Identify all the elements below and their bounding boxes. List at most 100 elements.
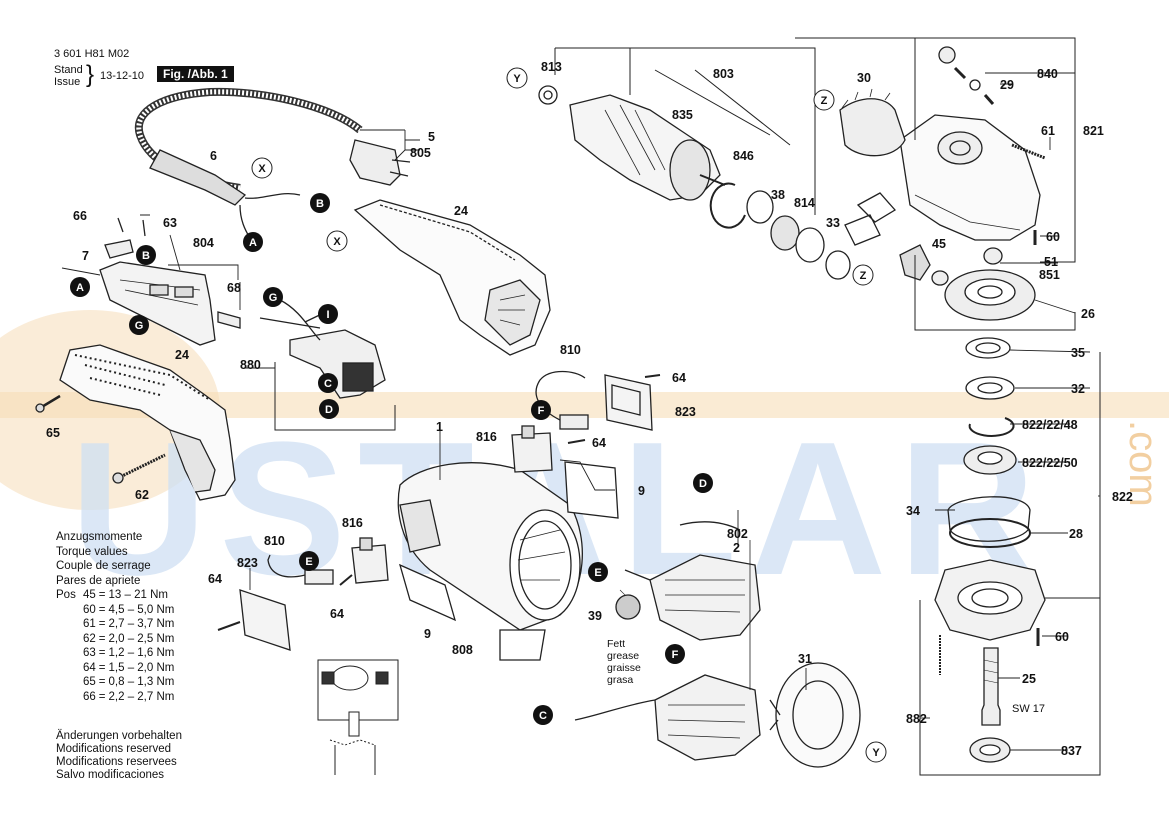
svg-text:B: B: [142, 250, 150, 262]
label-part-61: 61: [1041, 124, 1055, 138]
label-part-851: 851: [1039, 268, 1060, 282]
label-part-25: 25: [1022, 672, 1036, 686]
grease-line: grease: [607, 650, 640, 662]
svg-text:G: G: [269, 292, 278, 304]
label-part-30: 30: [857, 71, 871, 85]
label-part-1: 1: [436, 420, 443, 434]
svg-text:Y: Y: [872, 747, 880, 759]
svg-text:Z: Z: [821, 95, 828, 107]
end-cover-31: [775, 662, 861, 768]
callout-d-1: D: [319, 399, 339, 419]
bearing-35: [965, 337, 1011, 359]
callout-y-1: Y: [506, 67, 528, 89]
table-row: 65=0,8 – 1,3 Nm: [56, 675, 177, 690]
bracket-822: [919, 352, 1101, 776]
torque-eq: =: [98, 589, 106, 601]
bearing-814a: [770, 215, 800, 251]
grease-line: grasa: [607, 674, 634, 686]
bevel-gear-30: [839, 98, 906, 157]
svg-text:B: B: [316, 198, 324, 210]
label-part-823b: 823: [237, 556, 258, 570]
table-row: 64=1,5 – 2,0 Nm: [56, 661, 177, 676]
callout-f-1: F: [531, 400, 551, 420]
label-part-32: 32: [1071, 382, 1085, 396]
label-part-804: 804: [193, 236, 214, 250]
label-part-822: 822: [1112, 490, 1133, 504]
brush-holder-816a: [511, 432, 553, 473]
label-part-835: 835: [672, 108, 693, 122]
figure-label: Fig. /Abb. 1: [157, 66, 234, 82]
notes: Änderungen vorbehalten Modifications res…: [56, 730, 182, 782]
part-number: 3 601 H81 M02: [54, 48, 130, 60]
callout-g-2: G: [263, 287, 283, 307]
svg-text:I: I: [326, 309, 329, 321]
torque-pos: 45: [83, 589, 96, 601]
label-part-63: 63: [163, 216, 177, 230]
torque-range: 4,5 – 5,0 Nm: [108, 603, 175, 616]
label-part-26: 26: [1081, 307, 1095, 321]
bearing-33: [825, 250, 851, 280]
svg-text:Y: Y: [513, 73, 521, 85]
callout-f-2: F: [665, 644, 685, 664]
screw-64a: [644, 374, 661, 378]
label-part-64b: 64: [592, 436, 606, 450]
callout-g-1: G: [129, 315, 149, 335]
label-part-808: 808: [452, 643, 473, 657]
torque-eq: =: [98, 632, 106, 645]
label-part-9a: 9: [638, 484, 645, 498]
label-part-816b: 816: [342, 516, 363, 530]
torque-heading-en: Torque values: [56, 545, 128, 558]
label-808: [499, 629, 546, 661]
switch-lever: [104, 239, 134, 259]
label-part-24b: 24: [175, 348, 189, 362]
callout-b-1: B: [310, 193, 330, 213]
label-part-821: 821: [1083, 124, 1104, 138]
svg-text:Z: Z: [860, 270, 867, 282]
label-part-38: 38: [771, 188, 785, 202]
torque-heading-fr: Couple de serrage: [56, 560, 151, 572]
grease-note: Fett grease graisse grasa: [607, 638, 641, 686]
bearing-814b: [795, 227, 825, 263]
svg-text:G: G: [135, 320, 144, 332]
callout-a-2: A: [70, 277, 90, 297]
label-part-68: 68: [227, 281, 241, 295]
circlip-846: [709, 182, 746, 229]
label-part-35: 35: [1071, 346, 1085, 360]
pos-label: Pos: [56, 589, 76, 601]
o-ring-28: [949, 518, 1031, 548]
grease-line: graisse: [607, 662, 641, 674]
callout-b-2: B: [136, 245, 156, 265]
wiring-schematic: [317, 659, 399, 775]
seal-34: [947, 496, 1031, 542]
callout-e-1: E: [299, 551, 319, 571]
label-part-810b: 810: [264, 534, 285, 548]
svg-text:F: F: [672, 649, 679, 661]
label-part-6: 6: [210, 149, 217, 163]
svg-text:C: C: [324, 378, 332, 390]
label-part-840: 840: [1037, 67, 1058, 81]
torque-range: 1,5 – 2,0 Nm: [108, 661, 175, 674]
svg-text:E: E: [594, 567, 601, 579]
torque-eq: =: [98, 647, 106, 659]
label-plate-9a: [564, 461, 619, 519]
torque-range: 2,0 – 2,5 Nm: [108, 632, 175, 645]
table-row: 63=1,2 – 1,6 Nm: [56, 646, 177, 661]
label-part-64d: 64: [330, 607, 344, 621]
note-line: Änderungen vorbehalten: [56, 730, 182, 742]
label-part-805: 805: [410, 146, 431, 160]
field-stator-lower: [654, 674, 761, 761]
label-part-880: 880: [240, 358, 261, 372]
watermark-suffix: .com: [1121, 420, 1165, 507]
svg-text:X: X: [333, 236, 341, 248]
washer-38: [746, 190, 774, 224]
torque-range: 2,7 – 3,7 Nm: [108, 618, 175, 630]
torque-pos: 60: [83, 603, 96, 616]
torque-range: 0,8 – 1,3 Nm: [108, 676, 175, 688]
svg-text:F: F: [538, 405, 545, 417]
label-part-9b: 9: [424, 627, 431, 641]
callout-d-2: D: [693, 473, 713, 493]
torque-pos: 63: [83, 647, 96, 659]
callout-z-2: Z: [852, 264, 874, 286]
switch-housing: [99, 261, 216, 346]
